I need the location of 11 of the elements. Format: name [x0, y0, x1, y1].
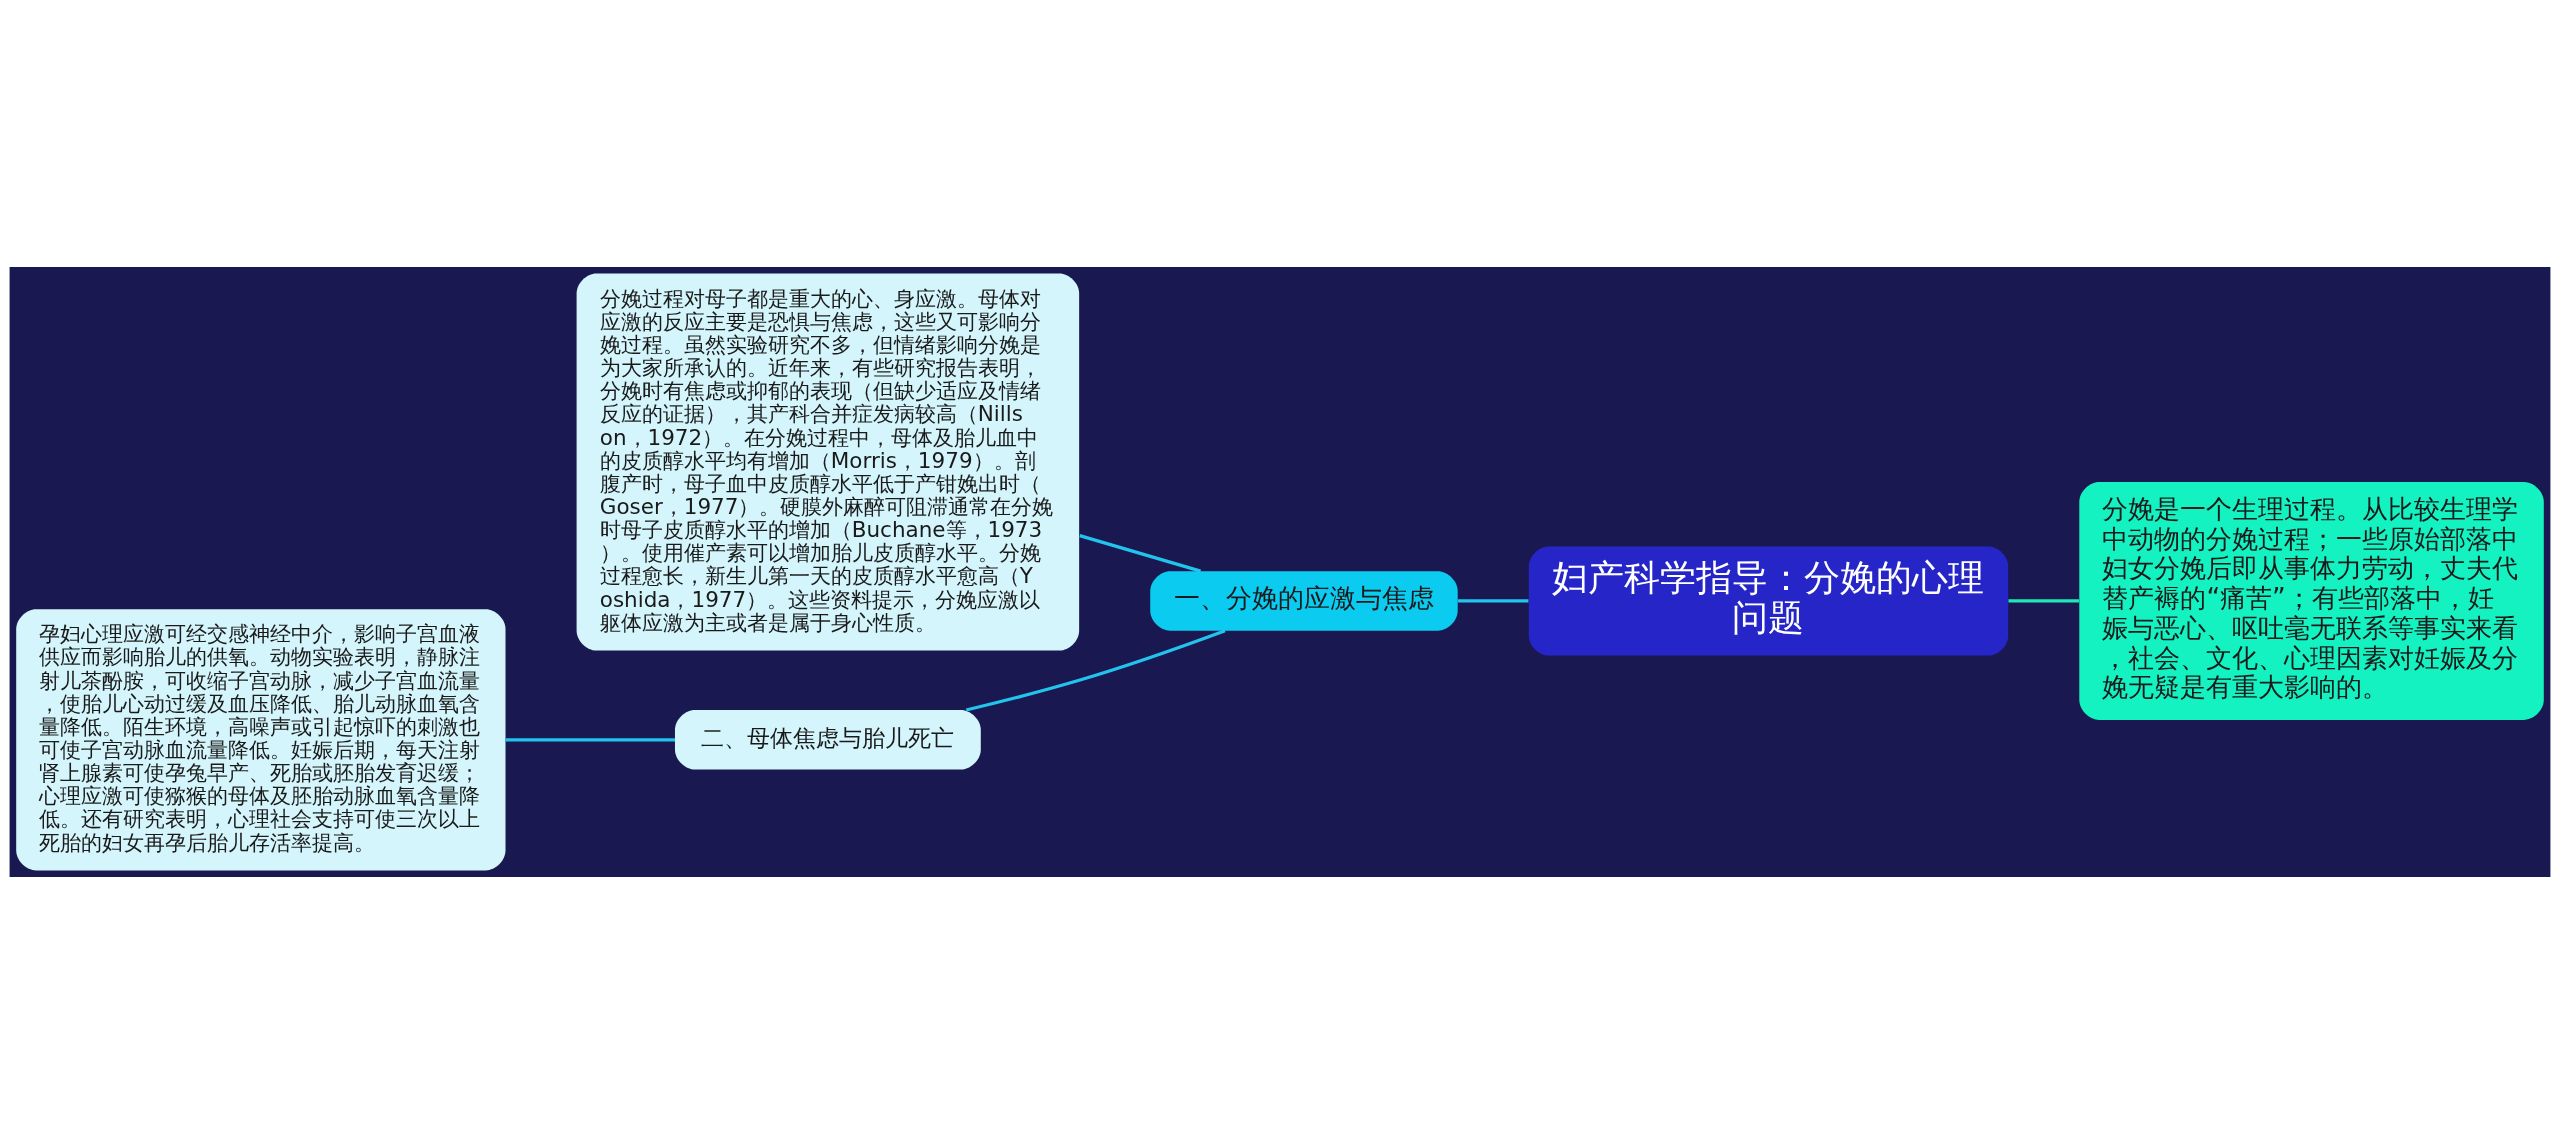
connector [965, 629, 1226, 712]
connector [2008, 599, 2079, 603]
node-box: 分娩是一个生理过程。从比较生理学中动物的分娩过程；一些原始部落中妇女分娩后即从事体力劳动，丈夫代替产褥的“痛苦”；有些部落中，妊娠与恶心、呕吐毫无联系等事实来看，社会、文化、心理因素对妊娠及分娩无疑是有重大影响的。 [2079, 481, 2544, 720]
node-box: 一、分娩的应激与焦虑 [1150, 571, 1458, 631]
node-box: 孕妇心理应激可经交感神经中介，影响子宫血液供应而影响胎儿的供氧。动物实验表明，静脉注射儿茶酚胺，可收缩子宫动脉，减少子宫血流量，使胎儿心动过缓及血压降低、胎儿动脉血氧含量降低。陌生环境，高噪声或引起惊吓的刺激也可使子宫动脉血流量降低。妊娠后期，每天注射肾上腺素可使孕兔早产、死胎或胚胎发育迟缓；心理应激可使猕猴的母体及胚胎动脉血氧含量降低。还有研究表明，心理社会支持可使三次以上死胎的妇女再孕后胎儿存活率提高。 [16, 609, 506, 871]
connector [1457, 599, 1529, 603]
node-box: 妇产科学指导：分娩的心理问题 [1528, 546, 2009, 656]
connector [1079, 534, 1202, 573]
node-box: 二、母体焦虑与胎儿死亡 [674, 710, 981, 770]
connector [505, 738, 675, 742]
node-box: 分娩过程对母子都是重大的心、身应激。母体对应激的反应主要是恐惧与焦虑，这些又可影响分娩过程。虽然实验研究不多，但情绪影响分娩是为大家所承认的。近年来，有些研究报告表明，分娩时有焦虑或抑郁的表现（但缺少适应及情绪反应的证据），其产科合并症发病较高（Nillson，1972）。在分娩过程中，母体及胎儿血中的皮质醇水平均有增加（Morris，1979）。剖腹产时，母子血中皮质醇水平低于产钳娩出时（Goser，1977）。硬膜外麻醉可阻滞通常在分娩时母子皮质醇水平的增加（Buchane等，1973）。使用催产素可以增加胎儿皮质醇水平。分娩过程愈长，新生儿第一天的皮质醇水平愈高（Yoshida，1977）。这些资料提示，分娩应激以躯体应激为主或者是属于身心性质。 [576, 273, 1080, 651]
